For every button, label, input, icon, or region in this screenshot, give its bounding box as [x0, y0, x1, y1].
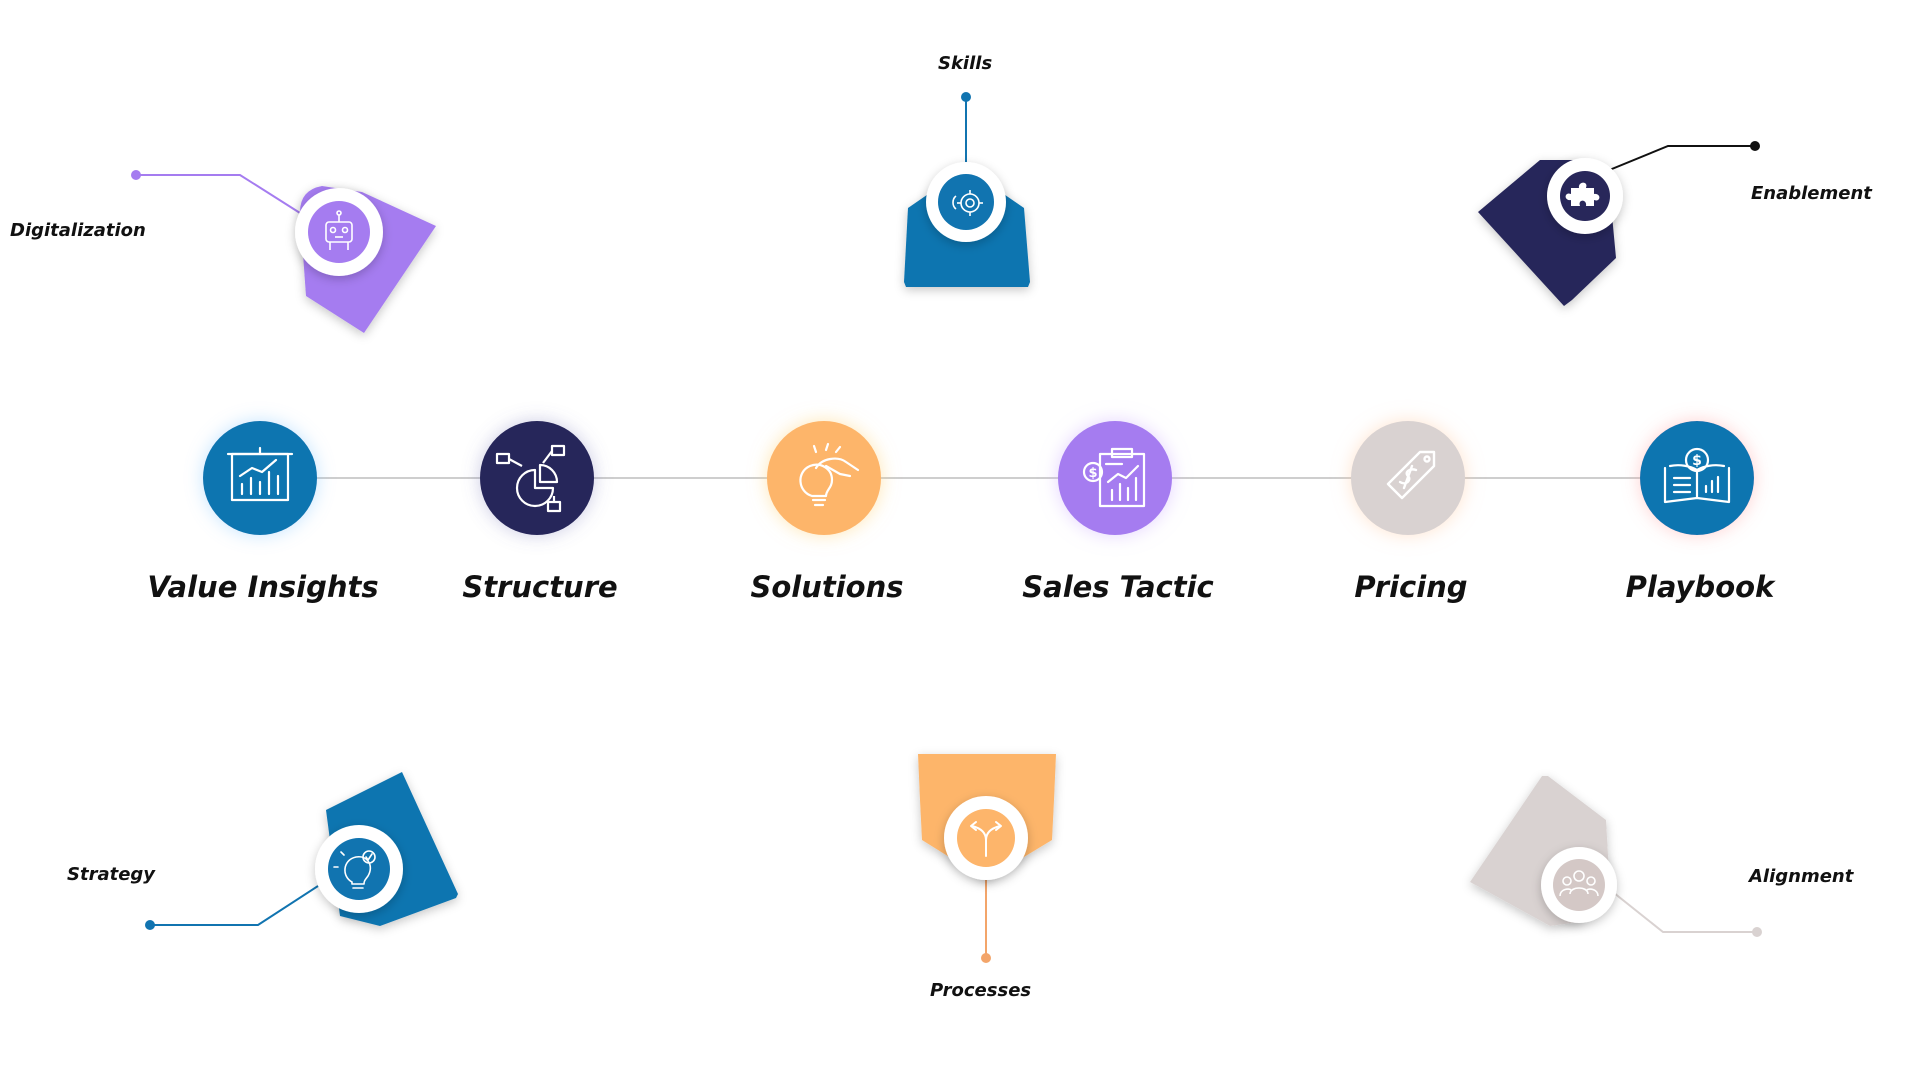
lightbulb-hand-icon	[799, 442, 860, 507]
stage-solutions	[767, 421, 881, 535]
stage-circle	[1058, 421, 1172, 535]
callout-label-skills: Skills	[938, 53, 993, 74]
callout-label-digitalization: Digitalization	[10, 220, 146, 241]
callout-dot	[961, 92, 971, 102]
callout-leader-line	[1584, 145, 1755, 181]
callout-digitalization	[131, 170, 436, 333]
stage-label-structure: Structure	[462, 570, 618, 604]
stage-structure	[480, 421, 594, 535]
stage-circle	[203, 421, 317, 535]
callout-strategy	[145, 772, 458, 930]
callout-leader-line	[1603, 884, 1757, 933]
callout-leader-line	[136, 174, 301, 214]
lightbulb-check-icon	[333, 850, 376, 889]
callout-label-alignment: Alignment	[1749, 866, 1854, 887]
puzzle-icon	[1565, 182, 1600, 206]
callout-badge-core	[1553, 859, 1605, 911]
stage-sales-tactic: $	[1058, 421, 1172, 535]
clipboard-dollar-chart-icon: $	[1082, 447, 1146, 508]
callout-label-enablement: Enablement	[1751, 183, 1872, 204]
callout-dot	[1752, 927, 1762, 937]
stage-circle	[480, 421, 594, 535]
stage-label-sales-tactic: Sales Tactic	[1022, 570, 1214, 604]
stage-pricing	[1351, 421, 1465, 535]
brain-gear-icon	[952, 190, 983, 216]
presentation-chart-icon	[226, 446, 294, 502]
pie-chart-structure-icon	[495, 444, 566, 513]
callout-badge-core	[328, 838, 390, 900]
stage-label-pricing: Pricing	[1354, 570, 1468, 604]
people-group-icon	[1559, 870, 1599, 897]
callout-enablement	[1478, 141, 1760, 306]
callout-dot	[981, 953, 991, 963]
book-dollar-icon: $	[1663, 447, 1731, 504]
callout-dot	[145, 920, 155, 930]
robot-icon	[325, 210, 353, 250]
stage-playbook: $	[1640, 421, 1754, 535]
timeline: $	[203, 421, 1754, 535]
callout-processes	[918, 754, 1056, 963]
split-arrows-icon	[970, 821, 1002, 857]
stage-label-solutions: Solutions	[750, 570, 904, 604]
callout-dot	[131, 170, 141, 180]
callout-label-processes: Processes	[930, 980, 1032, 1001]
callout-label-strategy: Strategy	[67, 864, 156, 885]
stage-label-value-insights: Value Insights	[147, 570, 379, 604]
callout-skills	[904, 92, 1030, 287]
stage-circle	[767, 421, 881, 535]
stage-label-playbook: Playbook	[1625, 570, 1775, 604]
callout-alignment	[1470, 776, 1762, 937]
callout-dot	[1750, 141, 1760, 151]
svg-text:$: $	[1088, 466, 1097, 481]
svg-text:$: $	[1692, 453, 1702, 469]
callout-leader-line	[150, 885, 319, 926]
price-tag-icon	[1386, 450, 1436, 500]
stage-value-insights	[203, 421, 317, 535]
callout-badge-core	[308, 201, 370, 263]
